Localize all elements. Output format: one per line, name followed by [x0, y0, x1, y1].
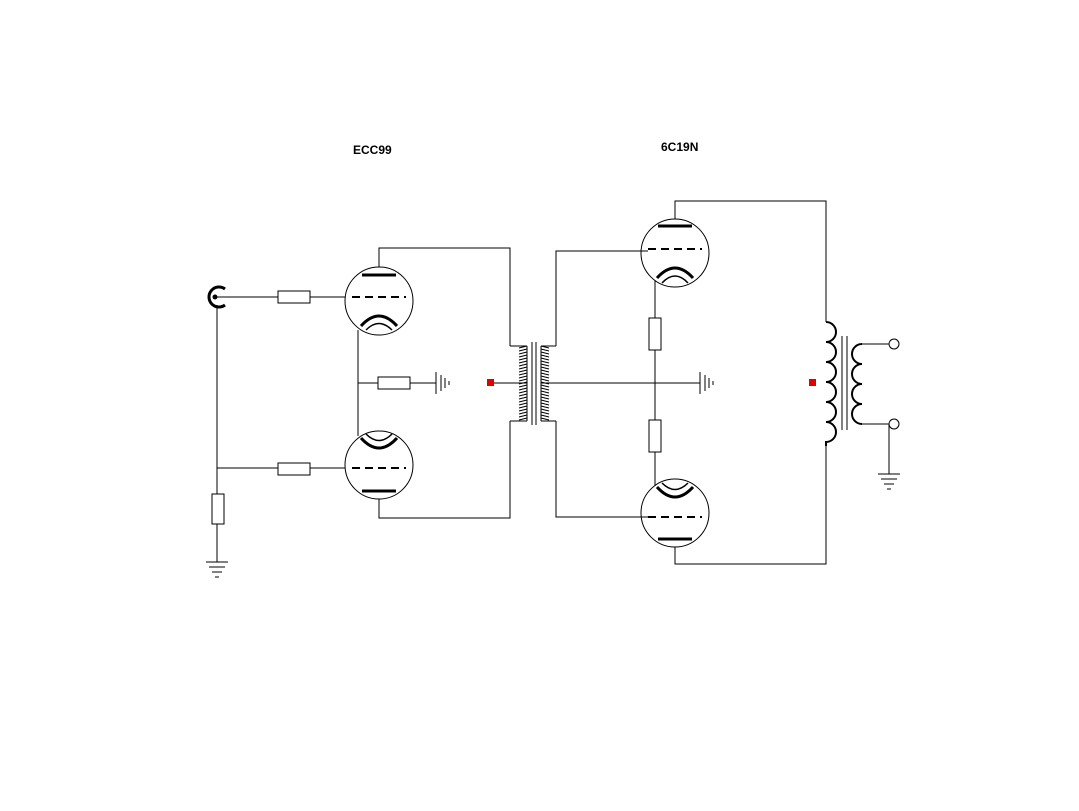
winding-hatch-line [540, 378, 550, 382]
winding-hatch-line [540, 345, 550, 349]
6c19n-tube-top [640, 218, 710, 288]
winding-hatch-line [540, 384, 550, 388]
winding-hatch-line [518, 348, 528, 352]
winding-hatch-line [540, 375, 550, 379]
output-terminal-top [888, 338, 900, 350]
ecc99-label: ECC99 [353, 143, 392, 157]
6c19n-tube-bottom [640, 478, 710, 548]
winding-hatch-line [540, 387, 550, 391]
winding-hatch-line [540, 360, 550, 364]
winding-hatch-line [540, 363, 550, 367]
winding-hatch-line [518, 375, 528, 379]
6c19n-wiring [541, 200, 827, 565]
output-transformer [825, 321, 889, 446]
ground-symbol-ecc99 [435, 372, 450, 394]
winding-hatch-line [540, 369, 550, 373]
winding-hatch-line [540, 399, 550, 403]
winding-hatch-line [518, 408, 528, 412]
winding-hatch-line [518, 405, 528, 409]
winding-hatch-line [540, 354, 550, 358]
6c19n-label: 6C19N [661, 140, 698, 154]
ecc99-wiring [357, 247, 511, 519]
winding-hatch-line [518, 390, 528, 394]
winding-hatch-line [540, 357, 550, 361]
winding-hatch-line [518, 396, 528, 400]
winding-hatch-line [540, 372, 550, 376]
winding-hatch-line [540, 393, 550, 397]
winding-hatch-line [518, 366, 528, 370]
winding-hatch-line [518, 402, 528, 406]
winding-hatch-line [518, 378, 528, 382]
winding-hatch-line [540, 366, 550, 370]
winding-hatch-line [540, 414, 550, 418]
ecc99-cathode-resistor [377, 376, 411, 390]
winding-hatch-line [518, 372, 528, 376]
input-grid-resistor-top [277, 290, 355, 304]
winding-hatch-line [518, 399, 528, 403]
winding-hatch-line [518, 360, 528, 364]
ground-symbol-input [206, 561, 228, 578]
winding-hatch-line [540, 411, 550, 415]
winding-hatch-line [518, 411, 528, 415]
6c19n-cathode-resistor-bottom [648, 419, 662, 453]
center-tap-marker-interstage [487, 379, 494, 386]
winding-hatch-line [518, 387, 528, 391]
output-terminal-bottom [888, 418, 900, 430]
winding-hatch-line [540, 390, 550, 394]
center-tap-marker-output [809, 379, 816, 386]
winding-hatch-line [518, 384, 528, 388]
ground-symbol-6c19n [699, 372, 714, 394]
winding-hatch-line [518, 354, 528, 358]
grid-leak-resistor [211, 493, 225, 525]
winding-hatch-line [518, 345, 528, 349]
6c19n-cathode-resistor-top [648, 317, 662, 351]
winding-hatch-line [540, 351, 550, 355]
winding-hatch-line [540, 402, 550, 406]
winding-hatch-line [518, 393, 528, 397]
ground-symbol-output [878, 473, 900, 490]
winding-hatch-line [518, 414, 528, 418]
ecc99-tube-top [344, 266, 414, 336]
winding-hatch-line [518, 369, 528, 373]
winding-hatch-line [518, 363, 528, 367]
winding-hatch-line [540, 417, 550, 421]
winding-hatch-line [518, 417, 528, 421]
winding-hatch-line [540, 408, 550, 412]
input-grid-resistor-bottom [277, 462, 355, 476]
winding-hatch-line [540, 396, 550, 400]
ecc99-tube-bottom [344, 430, 414, 500]
winding-hatch-line [518, 357, 528, 361]
interstage-transformer [510, 342, 556, 425]
winding-hatch-line [540, 348, 550, 352]
winding-hatch-line [518, 351, 528, 355]
input-wiring [216, 305, 278, 562]
input-jack [207, 285, 278, 309]
winding-hatch-line [540, 405, 550, 409]
